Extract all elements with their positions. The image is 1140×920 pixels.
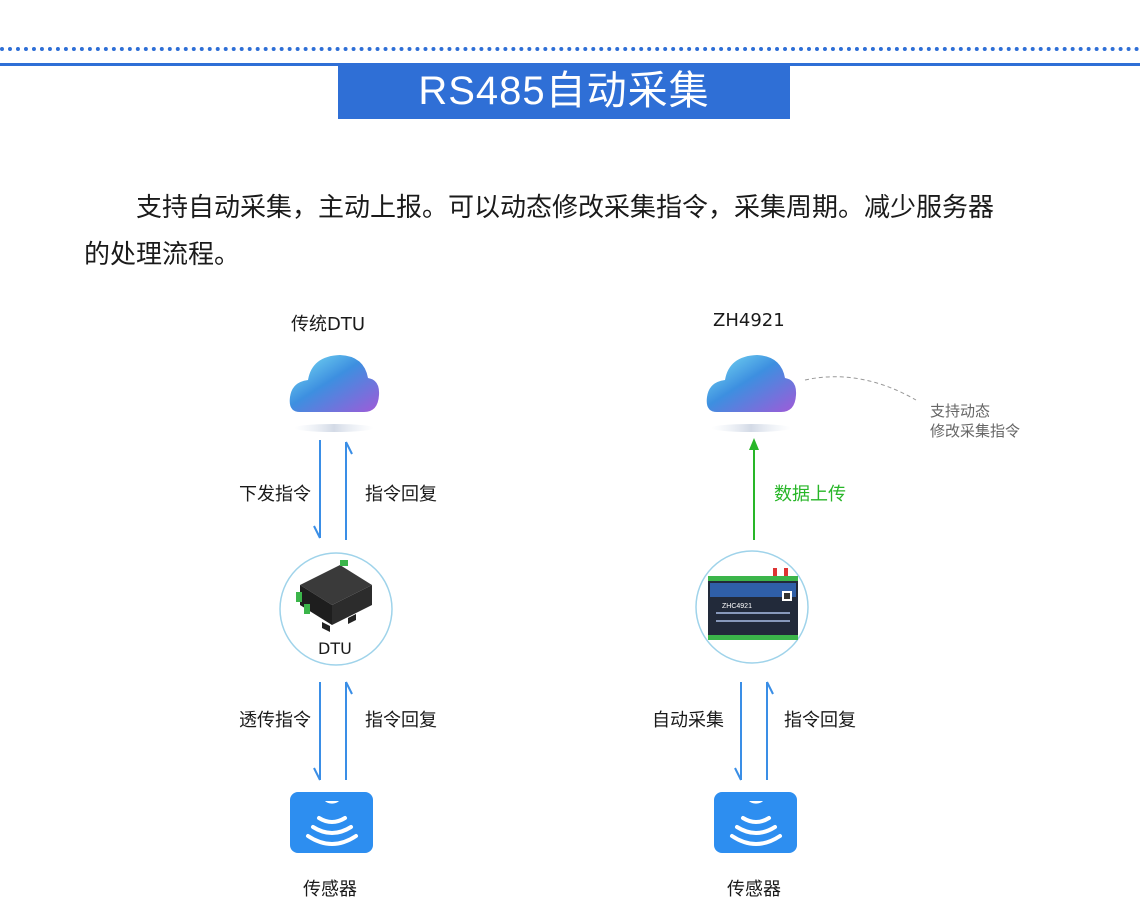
zh4921-device xyxy=(695,550,809,664)
sensor-icon xyxy=(714,792,797,853)
note-connector xyxy=(804,376,917,401)
note-line-1: 支持动态 xyxy=(930,402,991,420)
right-heading: ZH4921 xyxy=(713,310,785,331)
description: 支持自动采集，主动上报。可以动态修改采集指令，采集周期。减少服务器 的处理流程。 xyxy=(84,185,1064,279)
down-arrow xyxy=(734,682,742,781)
label-auto-collect: 自动采集 xyxy=(652,710,724,731)
label-command-reply: 指令回复 xyxy=(784,710,856,731)
dtu-label: DTU xyxy=(318,639,352,658)
left-heading: 传统DTU xyxy=(291,314,366,335)
sensor-label: 传感器 xyxy=(727,879,781,900)
dtu-device xyxy=(279,552,393,666)
upload-arrow xyxy=(749,438,759,540)
up-arrow xyxy=(345,681,353,780)
description-line-1: 支持自动采集，主动上报。可以动态修改采集指令，采集周期。减少服务器 xyxy=(136,193,995,223)
note-text: 支持动态 修改采集指令 xyxy=(930,401,1020,441)
sensor-label: 传感器 xyxy=(303,879,357,900)
up-arrow xyxy=(345,441,353,540)
up-arrow xyxy=(766,681,774,780)
label-passthrough-command: 透传指令 xyxy=(239,710,311,731)
label-data-upload: 数据上传 xyxy=(774,484,846,505)
description-line-2: 的处理流程。 xyxy=(84,240,241,270)
note-line-2: 修改采集指令 xyxy=(930,422,1021,440)
label-command-reply: 指令回复 xyxy=(365,484,437,505)
page-title: RS485自动采集 xyxy=(338,64,790,119)
device-name: ZHC4921 xyxy=(722,603,752,610)
down-arrow xyxy=(313,682,321,781)
down-arrow xyxy=(313,440,321,539)
cloud-icon xyxy=(706,355,797,432)
header-dotted-rule xyxy=(0,47,1140,51)
cloud-icon xyxy=(289,355,380,432)
label-command-reply: 指令回复 xyxy=(365,710,437,731)
sensor-icon xyxy=(290,792,373,853)
label-issue-command: 下发指令 xyxy=(239,484,311,505)
